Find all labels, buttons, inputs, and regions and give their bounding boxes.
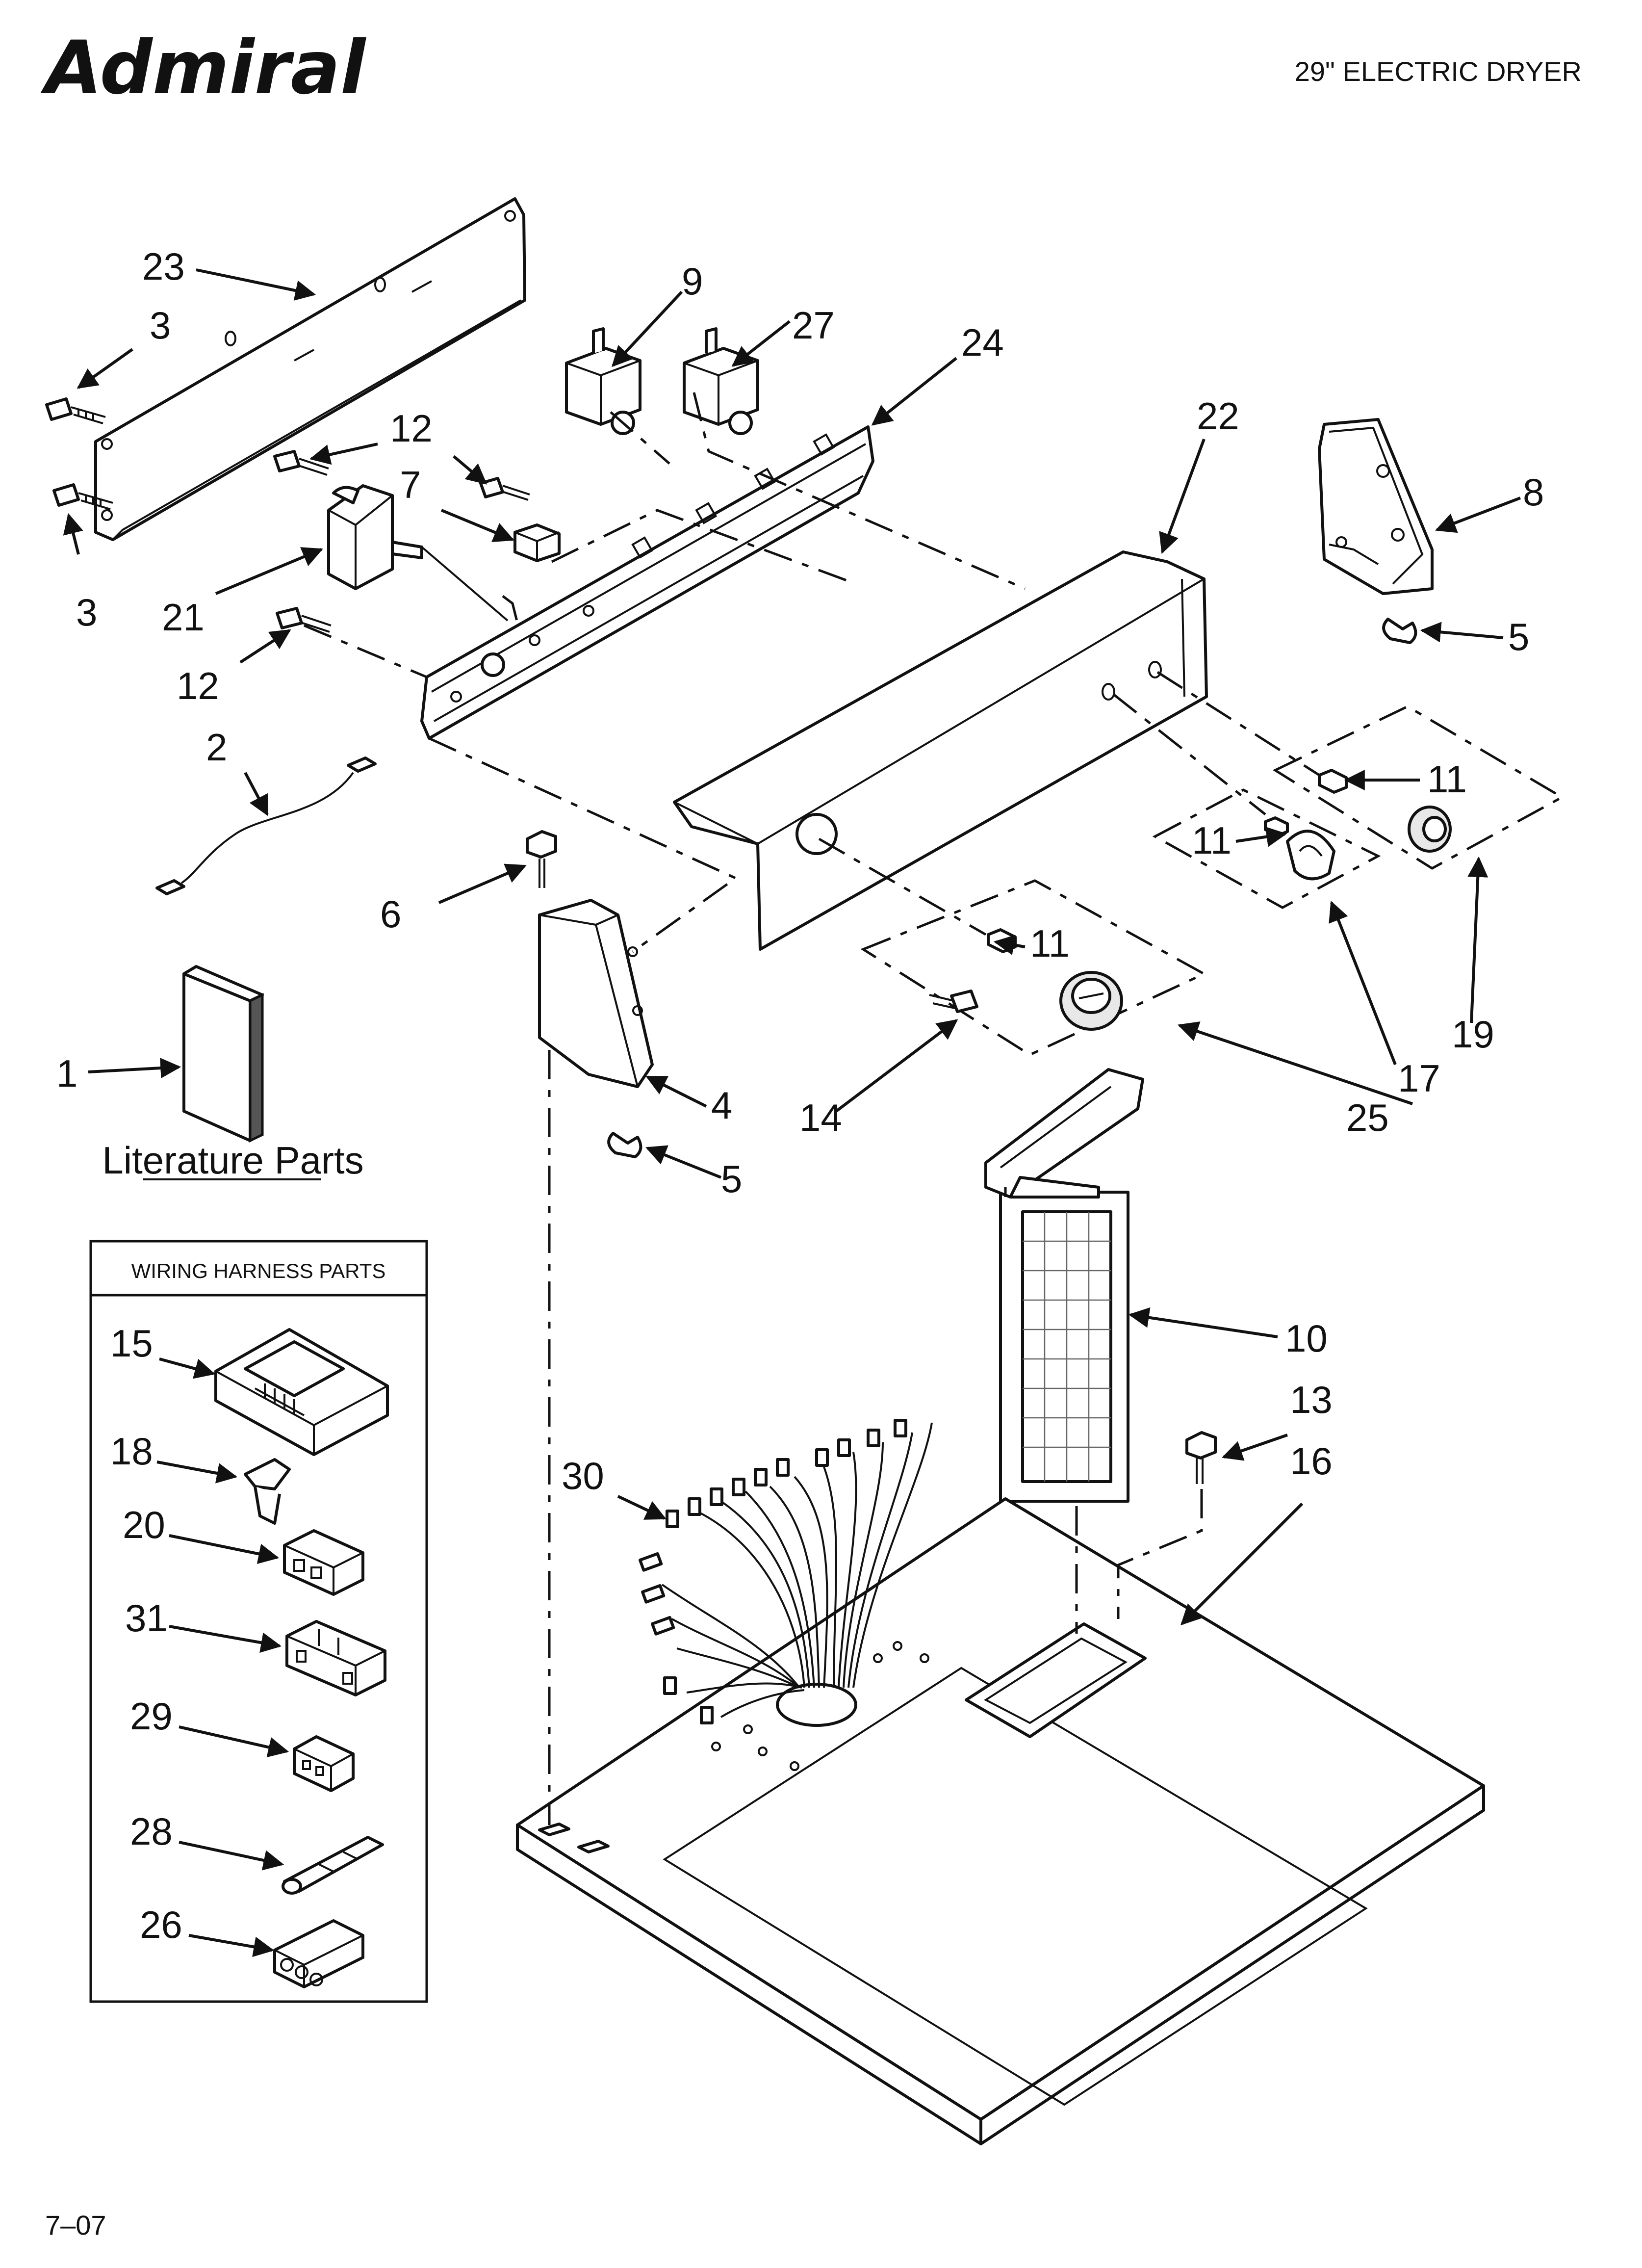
part-26-connector xyxy=(273,1919,364,1988)
callout-29: 29 xyxy=(130,1694,173,1738)
callout-4: 4 xyxy=(711,1084,732,1127)
part-2-wire-harness xyxy=(155,756,377,895)
part-3-screw-top xyxy=(45,397,106,424)
part-9-selector-switch xyxy=(565,327,641,435)
callout-19: 19 xyxy=(1452,1013,1494,1056)
callout-3-bottom: 3 xyxy=(76,591,97,634)
callout-11-right: 11 xyxy=(1427,757,1467,801)
part-3-screw-bottom xyxy=(52,483,113,510)
callout-1: 1 xyxy=(56,1052,77,1095)
callout-18: 18 xyxy=(110,1430,153,1473)
callout-8: 8 xyxy=(1523,470,1544,514)
part-30-wire-harness xyxy=(639,1419,933,1724)
callout-26: 26 xyxy=(140,1903,182,1946)
callout-30: 30 xyxy=(562,1454,604,1497)
part-19-knob-assembly xyxy=(1272,705,1565,870)
part-8-console-end-cap xyxy=(1318,418,1434,595)
callout-20: 20 xyxy=(123,1503,165,1546)
alignment-lines xyxy=(304,392,1320,1825)
part-25-knob-assembly xyxy=(860,879,1207,1056)
callout-21: 21 xyxy=(162,596,205,639)
part-16-dryer-top xyxy=(516,1497,1485,2145)
part-13-screw xyxy=(1185,1431,1217,1484)
footer-code: 7–07 xyxy=(45,2210,106,2241)
callout-15: 15 xyxy=(110,1322,153,1365)
part-10-lint-screen xyxy=(984,1068,1144,1503)
callout-16: 16 xyxy=(1290,1439,1333,1483)
wiring-box-title: WIRING HARNESS PARTS xyxy=(131,1259,386,1282)
part-6-screw xyxy=(526,830,557,888)
part-15-connector-housing xyxy=(214,1328,389,1456)
callout-2: 2 xyxy=(206,726,227,769)
part-27-switch xyxy=(683,327,759,435)
part-22-control-console xyxy=(673,550,1208,951)
callout-25: 25 xyxy=(1346,1096,1389,1139)
part-12-screw-a xyxy=(273,450,329,476)
brand-logo: Admiral xyxy=(40,26,367,111)
callout-11-middle: 11 xyxy=(1192,819,1232,862)
callout-17: 17 xyxy=(1398,1057,1440,1100)
part-20-connector xyxy=(283,1529,364,1596)
part-29-connector xyxy=(293,1735,355,1792)
part-5-clip-top xyxy=(1382,618,1417,644)
model-title: 29" ELECTRIC DRYER xyxy=(1295,56,1582,87)
callout-27: 27 xyxy=(792,304,835,347)
callout-9: 9 xyxy=(682,260,703,303)
callout-22: 22 xyxy=(1197,394,1239,438)
callout-10: 10 xyxy=(1285,1317,1328,1360)
callout-12-top: 12 xyxy=(390,407,433,450)
callout-23: 23 xyxy=(142,245,185,288)
callout-7: 7 xyxy=(400,463,421,506)
callout-6: 6 xyxy=(380,892,401,936)
callout-5-top: 5 xyxy=(1508,615,1529,658)
part-5-clip-bottom xyxy=(607,1132,642,1158)
part-4-console-end-cap xyxy=(538,899,654,1088)
part-1-literature xyxy=(182,965,264,1143)
callout-3-top: 3 xyxy=(150,304,171,347)
part-28-terminal xyxy=(282,1836,384,1895)
part-24-console-bracket xyxy=(420,425,874,740)
part-7-push-switch xyxy=(513,523,561,562)
part-12-screw-b xyxy=(479,477,530,501)
callout-31: 31 xyxy=(125,1596,168,1640)
part-23-control-panel-back xyxy=(94,197,526,541)
part-18-wire-clip xyxy=(244,1458,291,1525)
callout-12-bottom: 12 xyxy=(177,664,219,707)
literature-caption: Literature Parts xyxy=(102,1139,363,1182)
part-21-timer xyxy=(327,484,509,622)
callout-13: 13 xyxy=(1290,1378,1333,1421)
callout-14: 14 xyxy=(799,1096,842,1139)
callout-24: 24 xyxy=(961,321,1004,364)
callout-5-bottom: 5 xyxy=(721,1157,742,1200)
wiring-harness-parts-box: WIRING HARNESS PARTS 15 18 20 31 xyxy=(89,1240,428,2003)
callout-11-lower: 11 xyxy=(1030,922,1070,965)
callout-28: 28 xyxy=(130,1810,173,1853)
callout-leaders xyxy=(63,268,1521,1625)
part-14-screw xyxy=(929,990,978,1013)
part-12-screw-c xyxy=(276,607,332,633)
part-17-knob-assembly xyxy=(1152,788,1381,909)
part-31-connector xyxy=(285,1620,386,1696)
callout-numbers: 23 3 3 12 7 21 12 2 9 27 24 22 8 5 11 11… xyxy=(56,245,1544,1497)
